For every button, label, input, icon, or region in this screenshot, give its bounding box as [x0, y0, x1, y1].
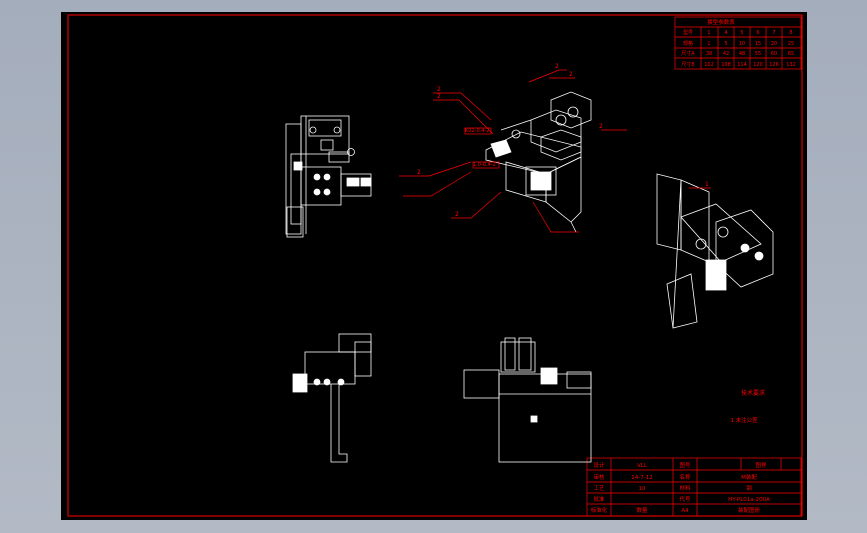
revision-cell: 102 [704, 62, 714, 68]
revision-cell: 60 [771, 51, 777, 57]
revision-cell: 65 [788, 51, 794, 57]
tb-r1-c3: 图号 [679, 461, 691, 469]
revision-cell: 120 [753, 62, 763, 68]
revision-cell: 4 [724, 30, 727, 36]
revision-cell: 1 [707, 41, 710, 47]
callout-left-2: 2 [437, 93, 441, 100]
revision-cell: 20 [771, 41, 777, 47]
top-plan-view [292, 333, 372, 463]
tb-r3-c1: 工艺 [593, 485, 605, 492]
isometric-view [485, 91, 592, 233]
callout-model-label-2: 1.0-0.4-2 [473, 162, 496, 168]
tb-r2-c2: 14-7-12 [631, 475, 652, 481]
title-block [586, 457, 802, 517]
revision-cell: 114 [737, 62, 747, 68]
revision-cell: 108 [721, 62, 731, 68]
callout-model-label: K02-0.4-2 [465, 128, 489, 134]
tb-r1-c5: 图样 [755, 461, 767, 469]
tb-r2-c1: 审核 [593, 473, 605, 481]
tb-r3-c3: 材料 [679, 484, 691, 492]
front-view [285, 115, 372, 238]
tb-r1-c1: 设计 [593, 461, 605, 469]
revision-cell: 48 [739, 51, 745, 57]
tb-r3-c2: 10 [639, 486, 646, 492]
revision-cell: 10 [739, 41, 745, 47]
revision-cell: 7 [772, 30, 775, 36]
revision-cell: 尺寸A [681, 50, 695, 57]
revision-cell: 5 [740, 30, 743, 36]
revision-table [674, 16, 802, 70]
revision-cell: 126 [769, 62, 779, 68]
tb-r5-c1: 标准化 [591, 506, 608, 514]
revision-cell: 15 [755, 41, 761, 47]
revision-cell: 5 [724, 41, 727, 47]
revision-cell: 8 [789, 30, 792, 36]
revision-cell: 55 [755, 51, 761, 57]
tech-note-1: 1.未注公差 [730, 416, 758, 424]
revision-cell: 38 [706, 51, 712, 57]
revision-cell: 尺寸B [681, 61, 695, 68]
callout-top-2: 2 [569, 71, 573, 78]
revision-cell: 1 [707, 30, 710, 36]
revision-cell: 型号 [683, 29, 693, 36]
callout-right-2: 1 [705, 181, 709, 188]
side-iso-view [656, 173, 774, 329]
callout-top-1: 2 [555, 63, 559, 70]
revision-cell: 规格 [683, 40, 693, 47]
callout-left-3: 2 [417, 169, 421, 176]
tb-r1-c2: VLL [637, 463, 648, 469]
tb-r4-c1: 批准 [593, 495, 605, 503]
revision-cell: 6 [756, 30, 759, 36]
tb-r5-c4: 装配图册 [738, 506, 761, 514]
revision-cell: 132 [786, 62, 796, 68]
tb-r5-c2: 数量 [636, 506, 648, 514]
tb-r5-c3: A4 [681, 508, 689, 514]
callout-left-1: 2 [437, 86, 441, 93]
revision-cell: 25 [788, 41, 794, 47]
tb-r3-c4: 钢 [746, 484, 752, 492]
tb-r2-c4: M装配 [741, 473, 757, 481]
tech-requirements-title: 技术要求 [741, 389, 765, 397]
inner-border [67, 14, 803, 517]
callout-left-4: 2 [455, 211, 459, 218]
revision-table-title: 换型参数表 [707, 18, 735, 26]
tb-r4-c3: 代号 [679, 495, 691, 503]
side-plan-view [463, 337, 592, 463]
callout-right-1: 2 [599, 123, 603, 130]
revision-cell: 42 [723, 51, 729, 57]
tb-r4-c4: HY-PL01a-200A [728, 497, 770, 503]
tb-r2-c3: 名称 [679, 473, 691, 481]
callout-leaders [399, 69, 711, 233]
